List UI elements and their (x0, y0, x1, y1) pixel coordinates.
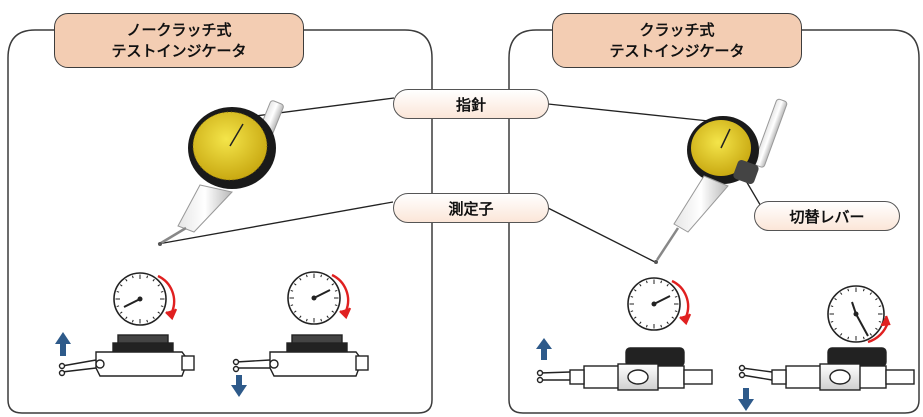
dial-tick (293, 283, 297, 286)
dial-tick (116, 290, 120, 293)
dial-tick (326, 315, 329, 319)
dial-tick (131, 319, 134, 323)
dial-tick (666, 321, 669, 325)
right-panel-frame (508, 29, 920, 414)
dial-gauge-icon (627, 277, 681, 331)
dial-tick (674, 295, 678, 298)
dial-tick (830, 305, 834, 308)
dial-tick (131, 275, 134, 279)
dial-tick (116, 305, 120, 308)
dial-tick (305, 318, 308, 322)
dial-tick (869, 333, 872, 336)
right-side-view-1 (536, 347, 713, 391)
dial-tick (671, 316, 675, 319)
dial-tick (334, 289, 338, 292)
dial-tick (299, 277, 302, 281)
dial-tick (146, 275, 149, 279)
down-arrow-icon (738, 388, 754, 411)
down-arrow-icon (231, 375, 247, 397)
dial-tick (146, 319, 149, 323)
left-indicator-photo (158, 100, 284, 246)
dial-tick (834, 327, 837, 330)
dial-tick (862, 288, 865, 292)
dial-tick (290, 304, 294, 307)
rotation-arrow-icon (157, 274, 178, 321)
dial-tick (645, 324, 648, 328)
dial-tick (660, 324, 663, 328)
right-indicator-photo (654, 98, 788, 264)
up-arrow-icon (55, 332, 71, 356)
left-side-view-1 (58, 334, 195, 377)
dial-tick (840, 333, 843, 336)
dial-tick (671, 289, 675, 292)
dial-tick (305, 274, 308, 278)
dial-tick (847, 336, 850, 340)
dial-tick (160, 290, 164, 293)
right-panel-title: クラッチ式 テストインジケータ (552, 13, 802, 68)
dial-tick (320, 274, 323, 278)
pointer-label-text: 指針 (455, 95, 486, 114)
dial-tick (630, 310, 634, 313)
right-side-view-2 (738, 347, 915, 391)
left-panel-title: ノークラッチ式 テストインジケータ (54, 13, 304, 68)
left-side-view-2 (232, 334, 369, 377)
dial-gauge-icon (287, 271, 341, 325)
dial-tick (320, 318, 323, 322)
dial-tick (160, 305, 164, 308)
right-title-line2: テストインジケータ (609, 41, 745, 60)
dial-tick (666, 283, 669, 287)
dial-tick (869, 292, 872, 295)
dial-tick (331, 283, 335, 286)
dial-tick (157, 311, 161, 314)
dial-tick (830, 320, 834, 323)
left-panel-frame (7, 29, 433, 414)
dial-tick (290, 289, 294, 292)
dial-tick (633, 289, 637, 292)
dial-tick (639, 321, 642, 325)
left-title-line1: ノークラッチ式 (126, 20, 232, 39)
dial-tick (152, 278, 155, 282)
dial-tick (847, 288, 850, 292)
left-title-line2: テストインジケータ (111, 41, 247, 60)
dial-tick (834, 298, 837, 301)
dial-tick (293, 310, 297, 313)
stylus-label-text: 測定子 (448, 199, 494, 218)
dial-tick (152, 316, 155, 320)
dial-tick (119, 284, 123, 287)
switch-lever-label-text: 切替レバー (789, 207, 865, 226)
switch-lever-label: 切替レバー (754, 201, 900, 231)
dial-tick (639, 283, 642, 287)
dial-gauge-icon (113, 272, 167, 326)
dial-tick (334, 304, 338, 307)
rotation-arrow-icon (331, 273, 352, 320)
right-title-line1: クラッチ式 (639, 20, 715, 39)
dial-tick (299, 315, 302, 319)
dial-tick (630, 295, 634, 298)
dial-tick (660, 280, 663, 284)
dial-tick (875, 327, 878, 330)
up-arrow-icon (536, 338, 552, 360)
dial-tick (157, 284, 161, 287)
dial-tick (331, 310, 335, 313)
dial-tick (878, 320, 882, 323)
rotation-arrow-icon (867, 315, 891, 344)
dial-tick (125, 278, 128, 282)
pointer-label: 指針 (393, 89, 549, 119)
dial-tick (645, 280, 648, 284)
dial-tick (326, 277, 329, 281)
dial-gauge-icon (827, 285, 885, 343)
rotation-arrow-icon (671, 279, 692, 326)
dial-tick (875, 298, 878, 301)
dial-tick (840, 292, 843, 295)
dial-tick (633, 316, 637, 319)
dial-tick (878, 305, 882, 308)
dial-tick (125, 316, 128, 320)
dial-tick (862, 336, 865, 340)
dial-tick (674, 310, 678, 313)
dial-tick (119, 311, 123, 314)
stylus-label: 測定子 (393, 193, 549, 223)
